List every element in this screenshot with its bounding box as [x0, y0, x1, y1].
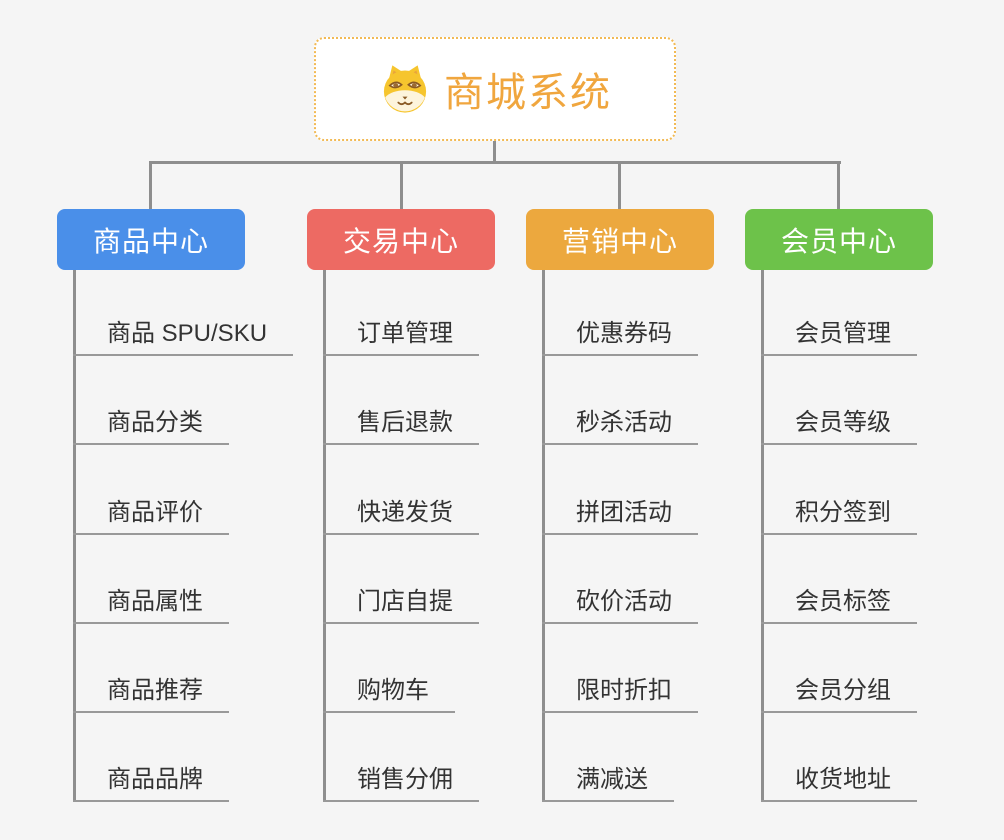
child-node[interactable]: 商品推荐	[73, 669, 229, 713]
connector-rail	[323, 270, 326, 802]
child-node[interactable]: 门店自提	[323, 580, 479, 624]
child-node[interactable]: 会员标签	[761, 580, 917, 624]
child-node[interactable]: 购物车	[323, 669, 455, 713]
child-node[interactable]: 销售分佣	[323, 758, 479, 802]
branch-node-product-center[interactable]: 商品中心	[57, 209, 245, 270]
child-node[interactable]: 收货地址	[761, 758, 917, 802]
child-node[interactable]: 会员分组	[761, 669, 917, 713]
child-node[interactable]: 积分签到	[761, 491, 917, 535]
connector-rail	[542, 270, 545, 802]
child-node[interactable]: 会员等级	[761, 401, 917, 445]
root-node[interactable]: 商城系统	[314, 37, 676, 141]
child-node[interactable]: 商品分类	[73, 401, 229, 445]
child-node[interactable]: 满减送	[542, 758, 674, 802]
connector-drop	[837, 161, 840, 209]
child-node[interactable]: 会员管理	[761, 312, 917, 356]
connector-drop	[618, 161, 621, 209]
child-node[interactable]: 砍价活动	[542, 580, 698, 624]
root-node-title: 商城系统	[444, 71, 612, 115]
child-node[interactable]: 限时折扣	[542, 669, 698, 713]
child-node[interactable]: 售后退款	[323, 401, 479, 445]
child-node[interactable]: 订单管理	[323, 312, 479, 356]
connector-rail	[761, 270, 764, 802]
connector-bus	[149, 161, 841, 164]
shiba-dog-icon	[378, 62, 432, 116]
child-node[interactable]: 拼团活动	[542, 491, 698, 535]
child-node[interactable]: 秒杀活动	[542, 401, 698, 445]
connector-drop	[400, 161, 403, 209]
branch-node-marketing-center[interactable]: 营销中心	[526, 209, 714, 270]
branch-node-member-center[interactable]: 会员中心	[745, 209, 933, 270]
child-node[interactable]: 优惠券码	[542, 312, 698, 356]
child-node[interactable]: 商品 SPU/SKU	[73, 312, 294, 356]
child-node[interactable]: 商品品牌	[73, 758, 229, 802]
child-node[interactable]: 商品属性	[73, 580, 229, 624]
branch-node-trade-center[interactable]: 交易中心	[307, 209, 495, 270]
child-node[interactable]: 快递发货	[323, 491, 479, 535]
connector-rail	[73, 270, 76, 802]
connector-root-stub	[493, 140, 496, 163]
connector-drop	[149, 161, 152, 209]
child-node[interactable]: 商品评价	[73, 491, 229, 535]
